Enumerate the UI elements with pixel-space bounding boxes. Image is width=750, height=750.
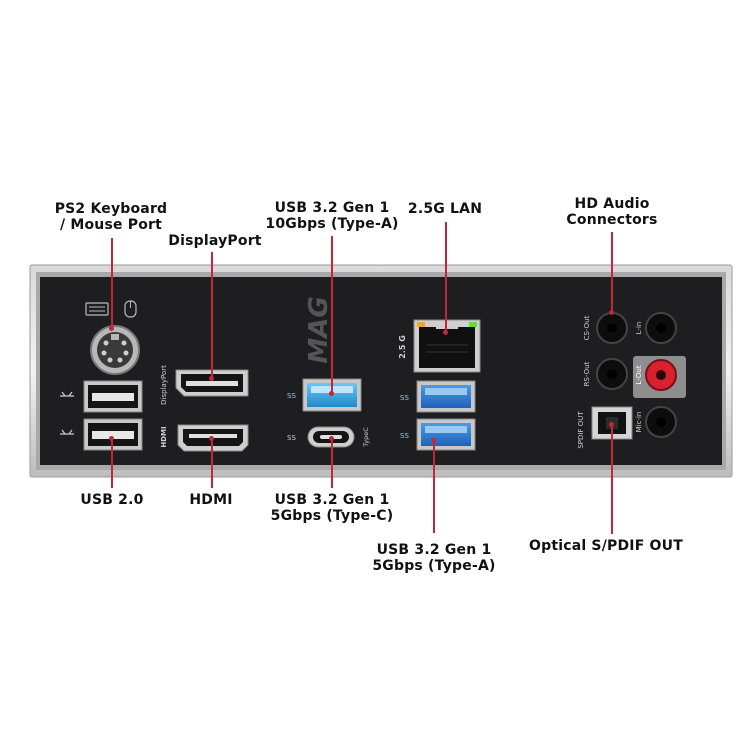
usb-5gbps-port-bottom: [416, 418, 476, 451]
label-usb-10gbps: USB 3.2 Gen 1 10Gbps (Type-A): [265, 200, 399, 232]
audio-jack-l-in: [645, 312, 677, 344]
leader-lan-dot: [443, 330, 448, 335]
mic-in-text: Mic-in: [635, 412, 643, 433]
leader-ps2-dot: [109, 326, 114, 331]
label-hdmi: HDMI: [189, 492, 233, 508]
leader-displayport-dot: [209, 376, 214, 381]
l-in-text: L-in: [635, 322, 643, 335]
rs-out-text: RS-Out: [583, 361, 591, 386]
displayport-vertical-text: DisplayPort: [160, 365, 168, 405]
label-usb-typec: USB 3.2 Gen 1 5Gbps (Type-C): [270, 492, 394, 524]
label-spdif: Optical S/PDIF OUT: [529, 538, 683, 554]
leader-usb5a: [433, 440, 435, 533]
usb-5gbps-port-top: [416, 380, 476, 413]
audio-jack-cs-out: [596, 312, 628, 344]
leader-usbc-dot: [329, 436, 334, 441]
leader-lan: [445, 222, 447, 332]
leader-usb20: [111, 438, 113, 488]
spdif-out-text: SPDIF OUT: [577, 411, 585, 449]
mouse-icon: [124, 300, 137, 318]
lan-port: [413, 319, 481, 373]
label-displayport: DisplayPort: [168, 233, 262, 249]
usb2-port-top: [83, 380, 143, 413]
label-usb-5gbps-a: USB 3.2 Gen 1 5Gbps (Type-A): [372, 542, 496, 574]
leader-displayport: [211, 252, 213, 378]
leader-usb10-dot: [329, 391, 334, 396]
leader-spdif: [611, 424, 613, 534]
audio-jack-mic-in: [645, 406, 677, 438]
hdmi-mark-text: HDMI: [160, 426, 168, 447]
leader-usbc: [331, 438, 333, 488]
displayport-port: [175, 369, 249, 397]
leader-usb20-dot: [109, 436, 114, 441]
leader-hdmi: [211, 438, 213, 488]
l-out-text: L-Out: [635, 365, 643, 384]
leader-spdif-dot: [609, 422, 614, 427]
leader-hd-audio: [611, 232, 613, 312]
label-lan: 2.5G LAN: [407, 201, 483, 217]
audio-jack-rs-out: [596, 358, 628, 390]
usb-symbol-icon: [60, 391, 74, 435]
usb2-port-bottom: [83, 418, 143, 451]
leader-ps2: [111, 238, 113, 328]
label-usb20: USB 2.0: [80, 492, 144, 508]
ss-logo-2: SS: [287, 434, 296, 442]
label-hd-audio: HD Audio Connectors: [566, 196, 658, 228]
cs-out-text: CS-Out: [583, 315, 591, 340]
ss-logo-3: SS: [400, 394, 409, 402]
leader-usb5a-dot: [431, 438, 436, 443]
ps2-port: [90, 325, 140, 375]
ss-logo-1: SS: [287, 392, 296, 400]
leader-hdmi-dot: [209, 436, 214, 441]
leader-hd-audio-dot: [609, 310, 614, 315]
audio-jack-l-out: [645, 359, 677, 391]
typec-text: TypeC: [362, 427, 370, 448]
leader-usb10: [331, 236, 333, 393]
lan-speed-text: 2.5 G: [398, 335, 407, 359]
ss-logo-4: SS: [400, 432, 409, 440]
keyboard-icon: [85, 302, 109, 316]
brand-logo-text: MAG: [304, 296, 334, 363]
label-ps2: PS2 Keyboard / Mouse Port: [54, 201, 168, 233]
